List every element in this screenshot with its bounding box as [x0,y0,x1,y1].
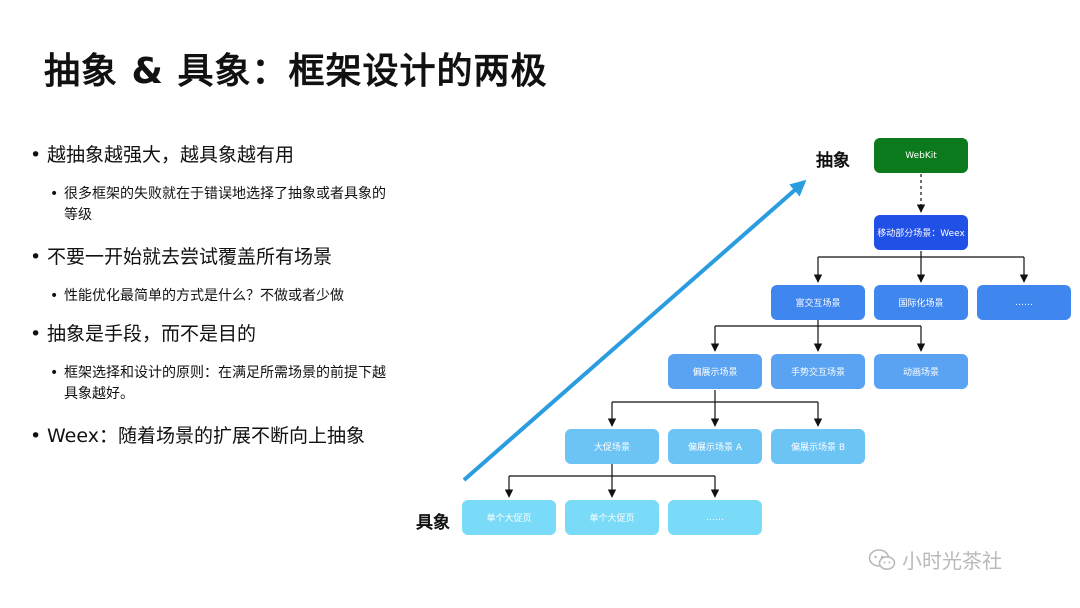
watermark: 小时光茶社 [868,545,1002,574]
node-mobile-weex: 移动部分场景：Weex [874,215,968,250]
wechat-icon [868,548,896,570]
watermark-text: 小时光茶社 [902,549,1002,573]
node-single-promo-1: 单个大促页 [462,500,556,535]
node-i18n: 国际化场景 [874,285,968,320]
bullet-list: 越抽象越强大，越具象越有用 很多框架的失败就在于错误地选择了抽象或者具象的等级 … [30,140,390,451]
bullet-4: Weex：随着场景的扩展不断向上抽象 [30,421,390,451]
node-display-a: 偏展示场景 A [668,429,762,464]
sub-bullet-3: 框架选择和设计的原则：在满足所需场景的前提下越具象越好。 [30,363,390,405]
node-gesture: 手势交互场景 [771,354,865,389]
node-rich-interaction: 富交互场景 [771,285,865,320]
bullet-1: 越抽象越强大，越具象越有用 [30,140,390,170]
label-concrete: 具象 [416,513,450,533]
connector-group-4 [504,464,720,498]
node-animation: 动画场景 [874,354,968,389]
label-abstract: 抽象 [816,151,850,171]
node-display: 偏展示场景 [668,354,762,389]
bullet-3: 抽象是手段，而不是目的 [30,319,390,349]
sub-bullet-2: 性能优化最简单的方式是什么？不做或者少做 [30,286,390,307]
sub-bullet-1: 很多框架的失败就在于错误地选择了抽象或者具象的等级 [30,184,390,226]
node-more-2: …… [668,500,762,535]
bullet-2: 不要一开始就去尝试覆盖所有场景 [30,242,390,272]
page-title: 抽象 & 具象：框架设计的两极 [44,51,548,92]
connector-group-3 [607,390,823,427]
node-single-promo-2: 单个大促页 [565,500,659,535]
node-more-1: …… [977,285,1071,320]
node-display-b: 偏展示场景 B [771,429,865,464]
node-webkit: WebKit [874,138,968,173]
node-promo: 大促场景 [565,429,659,464]
connector-group-2 [710,320,926,352]
connector-group-1 [813,251,1029,283]
abstraction-arrow [462,179,807,482]
